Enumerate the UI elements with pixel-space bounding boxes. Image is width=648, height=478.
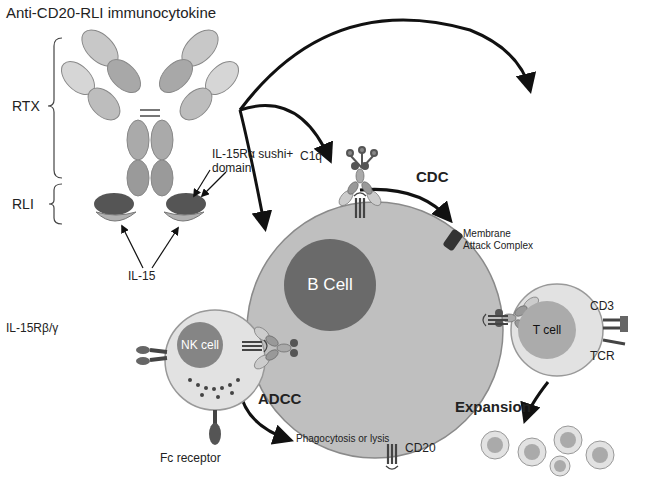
mac-symbol [442, 228, 463, 251]
annotation-label: IL-15 [128, 270, 155, 284]
annotation-label: ADCC [258, 390, 301, 407]
annotation-label: Fc receptor [160, 452, 221, 466]
leader-line [122, 170, 226, 268]
cd20-symbol [242, 340, 267, 352]
annotation-label: IL-15Rα sushi+ domain [212, 148, 307, 176]
cell-label: T cell [533, 323, 561, 337]
granules [188, 378, 240, 399]
cell-nucleus: T cell [518, 301, 576, 359]
antibody [55, 23, 244, 221]
cell-label: B Cell [307, 275, 352, 295]
annotation-label: Expansion [455, 398, 531, 415]
bracket [48, 38, 62, 224]
annotation-label: C1q [300, 150, 322, 164]
t-cell-membrane [511, 284, 603, 376]
annotation-label: Membrane Attack Complex [463, 228, 538, 251]
annotation-label: CDC [416, 168, 449, 185]
annotation-label: TCR [590, 350, 615, 364]
cd20-symbol [354, 193, 366, 218]
annotation-label: RTX [12, 98, 40, 114]
c1q-symbol [347, 147, 377, 168]
cd20-symbol [386, 444, 398, 469]
expanded-t-cells [481, 426, 614, 476]
receptor [136, 316, 628, 445]
cd20-symbol [483, 314, 508, 326]
annotation-label: CD20 [405, 442, 436, 456]
nk-cell-membrane [165, 310, 265, 410]
cell-label: NK cell [181, 338, 219, 352]
annotation-label: RLI [12, 196, 34, 212]
annotation-label: IL-15Rβ/γ [6, 322, 58, 336]
annotation-label: Phagocytosis or lysis [296, 433, 389, 445]
title: Anti-CD20-RLI immunocytokine [6, 4, 216, 21]
cell-nucleus: NK cell [177, 322, 223, 368]
annotation-label: CD3 [590, 300, 614, 314]
antibody-small [252, 324, 298, 371]
cell-nucleus: B Cell [284, 239, 376, 331]
